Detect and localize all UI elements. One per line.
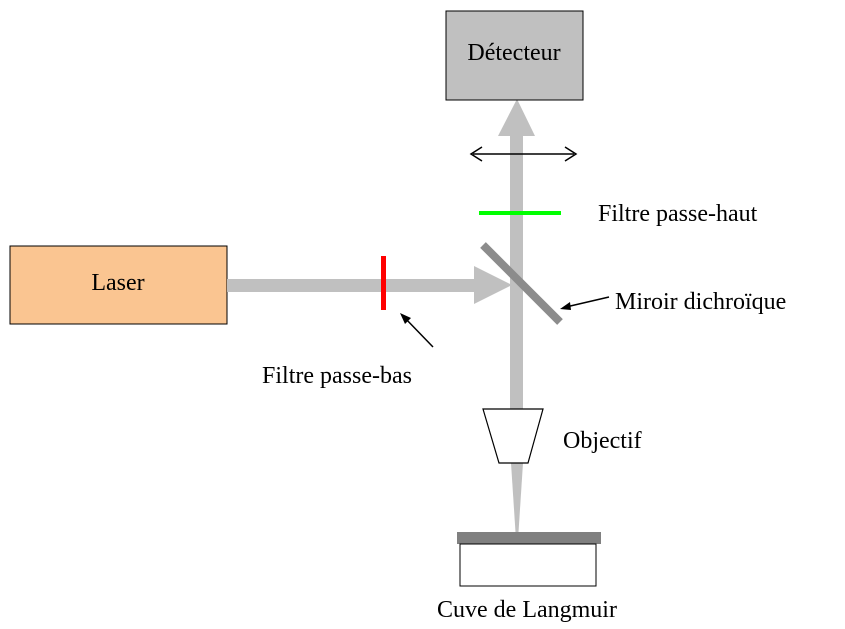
high-pass-filter-label: Filtre passe-haut [598,201,758,227]
low-pass-filter [381,256,386,310]
laser-label: Laser [91,270,144,296]
laser-source: Laser [9,245,228,325]
dichroic-mirror-label: Miroir dichroïque [615,289,786,315]
langmuir-trough [457,532,601,587]
horizontal-beam-line [227,279,479,292]
low-pass-filter-label: Filtre passe-bas [262,363,412,389]
detector: Détecteur [445,10,584,101]
trough-plate [457,532,601,544]
detector-label: Détecteur [467,40,560,66]
langmuir-trough-label: Cuve de Langmuir [437,597,617,623]
focused-beam [511,463,523,540]
high-pass-filter [479,211,561,215]
vertical-beam-arrowhead [498,99,535,136]
vertical-beam-line [510,135,523,410]
dichroic-mirror-pointer-icon [560,296,610,310]
detector-box [445,10,584,101]
laser-box [9,245,228,325]
objective-label: Objectif [563,428,642,454]
objective [482,408,544,464]
trough-body [459,543,597,587]
horizontal-beam-arrowhead [474,266,512,304]
horizontal-beam [227,266,512,304]
dichroic-mirror [480,242,563,325]
lens-double-arrow-icon [469,146,578,162]
low-pass-filter-pointer-icon [400,313,434,348]
vertical-beam [498,99,535,410]
